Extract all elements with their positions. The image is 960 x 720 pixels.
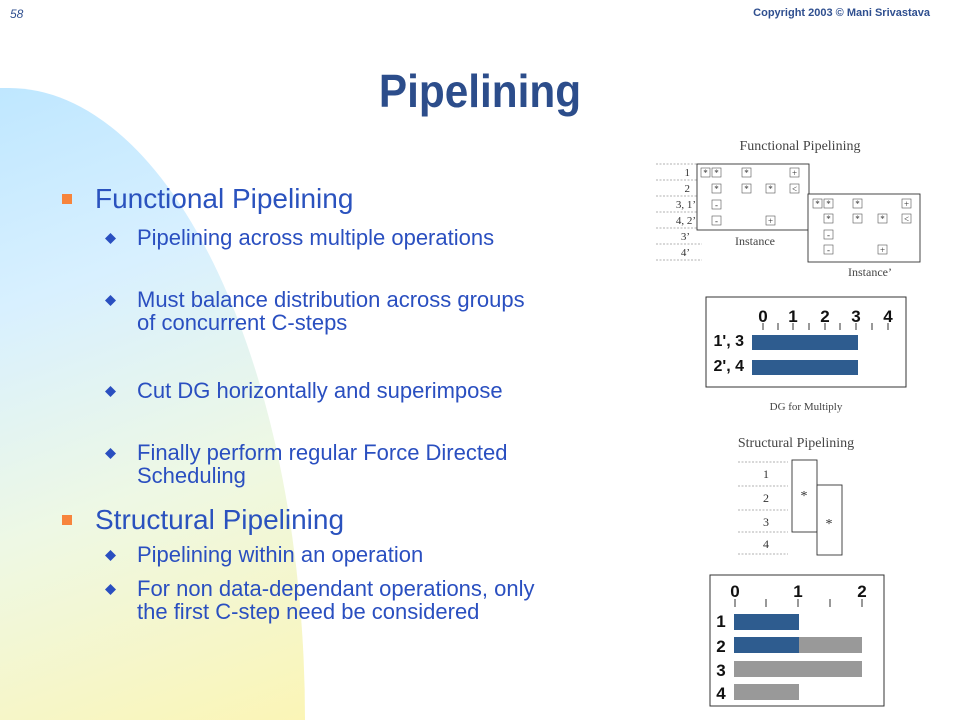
dg-bar xyxy=(734,684,799,700)
svg-text:*: * xyxy=(744,184,749,194)
svg-text:*: * xyxy=(703,168,708,178)
diamond-bullet-icon xyxy=(105,448,116,459)
step-label: 3 xyxy=(763,515,769,529)
step-label: 3, 1’ xyxy=(676,199,696,211)
svg-text:*: * xyxy=(855,214,860,224)
step-label: 4 xyxy=(763,537,769,551)
sub-bullet: Finally perform regular Force Directed S… xyxy=(105,440,537,488)
dg-bar xyxy=(752,360,858,375)
row-label: 3 xyxy=(716,661,725,680)
functional-pipelining-figure: Functional Pipelining 1 2 3, 1’ 4, 2’ 3’… xyxy=(656,139,921,279)
step-label: 1 xyxy=(685,167,691,179)
sub-bullet: Must balance distribution across groups … xyxy=(105,287,547,335)
svg-text:*: * xyxy=(826,199,831,209)
sub-bullet: Pipelining across multiple operations xyxy=(105,225,537,250)
sub-bullet: Cut DG horizontally and superimpose xyxy=(105,378,537,403)
instance-label: Instance’ xyxy=(848,265,892,279)
sub-bullet-text: Pipelining within an operation xyxy=(137,542,424,567)
svg-text:*: * xyxy=(714,168,719,178)
step-label: 1 xyxy=(763,467,769,481)
sub-bullet: Pipelining within an operation xyxy=(105,542,537,567)
svg-text:*: * xyxy=(880,214,885,224)
row-label: 1', 3 xyxy=(714,333,745,350)
svg-text:+: + xyxy=(768,216,773,226)
svg-text:*: * xyxy=(826,214,831,224)
sub-bullet: For non data-dependant operations, only … xyxy=(105,576,557,624)
tick-label: 1 xyxy=(788,307,797,326)
multiplier-stage-box xyxy=(816,484,843,556)
dg-bar xyxy=(734,637,799,653)
diamond-bullet-icon xyxy=(105,233,116,244)
dg-bar xyxy=(734,661,862,677)
svg-text:*: * xyxy=(855,199,860,209)
dg-bar xyxy=(799,637,862,653)
op-label: * xyxy=(801,489,808,504)
structural-dg-figure: 0 1 2 1 2 3 4 xyxy=(709,574,885,707)
figure-title: Structural Pipelining xyxy=(738,436,854,451)
figure-title: Functional Pipelining xyxy=(740,139,861,154)
tick-label: 2 xyxy=(857,582,866,601)
svg-text:-: - xyxy=(715,216,718,226)
row-label: 2', 4 xyxy=(714,358,745,375)
tick-label: 2 xyxy=(820,307,829,326)
slide-title: Pipelining xyxy=(378,65,582,117)
square-bullet-icon xyxy=(62,515,72,525)
step-label: 2 xyxy=(685,183,691,195)
tick-label: 4 xyxy=(883,307,893,326)
bullet-functional-pipelining: Functional Pipelining xyxy=(62,183,354,214)
instance-box xyxy=(807,193,921,263)
svg-text:<: < xyxy=(792,184,797,194)
tick-label: 1 xyxy=(793,582,802,601)
diamond-bullet-icon xyxy=(105,550,116,561)
dg-bar xyxy=(734,614,799,630)
structural-pipelining-figure: Structural Pipelining 1 2 3 4 * * xyxy=(738,436,854,556)
diamond-bullet-icon xyxy=(105,584,116,595)
bullet-structural-pipelining: Structural Pipelining xyxy=(62,504,345,535)
sub-bullet-text: Pipelining across multiple operations xyxy=(137,225,495,250)
diamond-bullet-icon xyxy=(105,386,116,397)
dg-bar xyxy=(752,335,858,350)
dg-multiply-figure: 0 1 2 3 4 1', 3 2', 4 DG for Multiply xyxy=(705,296,907,413)
svg-text:-: - xyxy=(715,200,718,210)
svg-text:<: < xyxy=(904,214,909,224)
row-label: 4 xyxy=(716,684,726,703)
svg-text:+: + xyxy=(880,245,885,255)
svg-text:*: * xyxy=(768,184,773,194)
svg-text:-: - xyxy=(827,245,830,255)
instance-label: Instance xyxy=(735,234,775,248)
multiplier-stage-box xyxy=(791,459,818,533)
row-label: 1 xyxy=(716,612,725,631)
svg-text:-: - xyxy=(827,230,830,240)
row-label: 2 xyxy=(716,637,725,656)
step-label: 4, 2’ xyxy=(676,215,696,227)
tick-label: 0 xyxy=(758,307,767,326)
tick-label: 0 xyxy=(730,582,739,601)
svg-text:+: + xyxy=(792,168,797,178)
bullet-text: Functional Pipelining xyxy=(95,183,354,214)
svg-text:*: * xyxy=(714,184,719,194)
sub-bullet-text: Must balance distribution across groups … xyxy=(137,287,525,335)
diamond-bullet-icon xyxy=(105,295,116,306)
square-bullet-icon xyxy=(62,194,72,204)
dg-caption: DG for Multiply xyxy=(770,401,843,413)
op-label: * xyxy=(826,517,833,532)
svg-text:+: + xyxy=(904,199,909,209)
sub-bullet-text: Finally perform regular Force Directed S… xyxy=(137,440,508,488)
step-label: 4’ xyxy=(681,247,690,259)
sub-bullet-text: For non data-dependant operations, only … xyxy=(137,576,535,624)
svg-text:*: * xyxy=(815,199,820,209)
svg-text:*: * xyxy=(744,168,749,178)
tick-label: 3 xyxy=(851,307,860,326)
step-label: 3’ xyxy=(681,231,690,243)
step-label: 2 xyxy=(763,491,769,505)
copyright-notice: Copyright 2003 © Mani Srivastava xyxy=(753,7,930,19)
slide-number: 58 xyxy=(10,7,24,21)
sub-bullet-text: Cut DG horizontally and superimpose xyxy=(137,378,503,403)
bullet-text: Structural Pipelining xyxy=(95,504,345,535)
